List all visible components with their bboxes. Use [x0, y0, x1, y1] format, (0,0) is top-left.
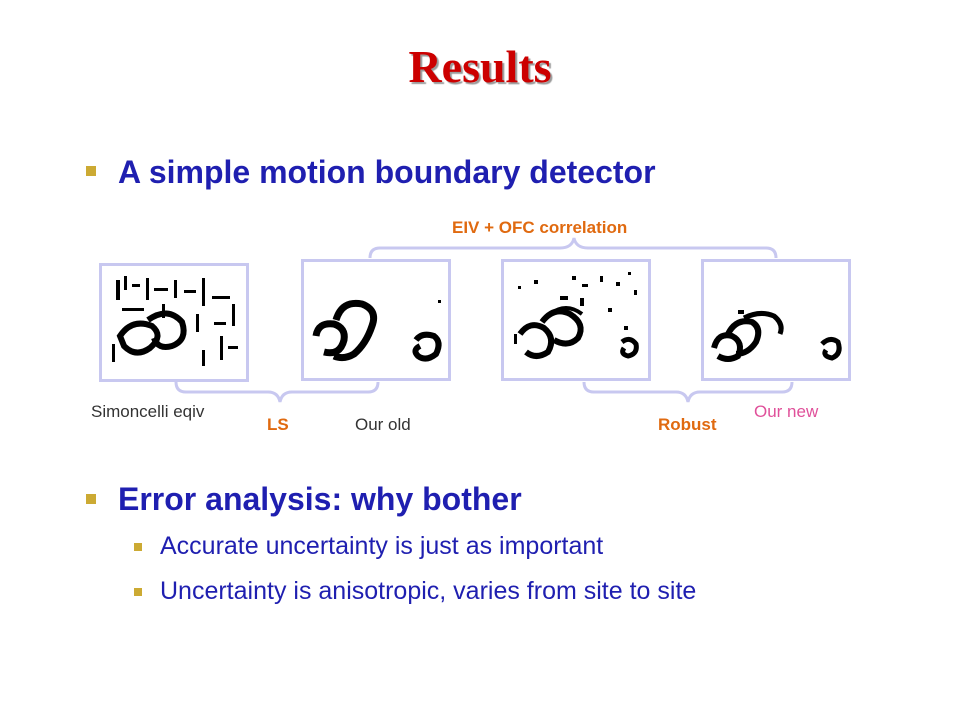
image-robust [501, 259, 651, 381]
sub-bullet-accurate-uncertainty: Accurate uncertainty is just as importan… [160, 532, 604, 560]
brace-ls [174, 381, 380, 403]
sub-bullet-anisotropic: Uncertainty is anisotropic, varies from … [160, 577, 697, 605]
label-our-new: Our new [754, 402, 819, 421]
image-our-new [701, 259, 851, 381]
image-simoncelli [99, 263, 249, 382]
bullet-motion-boundary: A simple motion boundary detector [118, 154, 656, 190]
bullet-square-icon [86, 166, 96, 176]
bullet-square-icon [86, 494, 96, 504]
slide-title: Results [408, 41, 552, 92]
label-simoncelli: Simoncelli eqiv [91, 402, 205, 421]
label-ls: LS [267, 415, 289, 434]
label-eiv-ofc: EIV + OFC correlation [452, 218, 628, 237]
brace-top [368, 237, 778, 259]
bullet-error-analysis: Error analysis: why bother [118, 481, 522, 517]
label-our-old: Our old [355, 415, 411, 434]
brace-robust [582, 381, 794, 403]
image-our-old [301, 259, 451, 381]
label-robust: Robust [658, 415, 717, 434]
sub-bullet-square-icon [134, 588, 142, 596]
sub-bullet-square-icon [134, 543, 142, 551]
